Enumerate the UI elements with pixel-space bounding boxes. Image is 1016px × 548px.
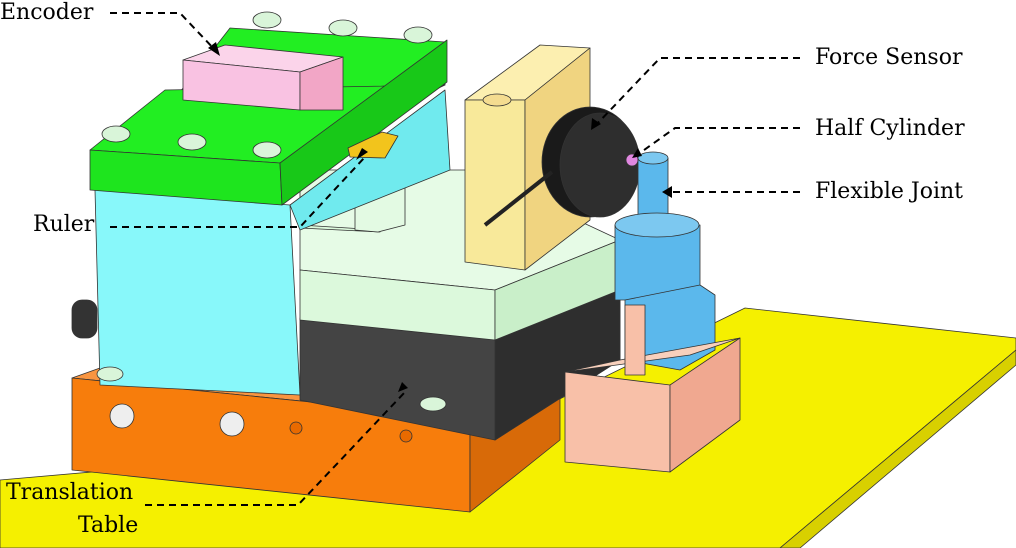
label-half-cylinder: Half Cylinder [815,116,965,141]
force-sensor-leader [594,57,800,127]
support-block [564,284,741,473]
encoder-leader [110,12,216,51]
label-translation-table-line2: Table [78,513,139,538]
half-cylinder-leader [636,127,800,156]
ruler-leader [110,156,366,228]
label-flexible-joint: Flexible Joint [815,179,964,204]
bolts [96,11,447,412]
leader-lines [110,12,800,506]
encoder [182,44,344,111]
arrowheads [208,42,672,392]
label-translation-table-line1: Translation [6,480,134,505]
label-force-sensor: Force Sensor [815,45,963,70]
translation-table-leader [145,391,406,506]
force-sensor [483,106,641,227]
label-encoder: Encoder [0,0,94,25]
label-ruler: Ruler [33,212,95,237]
light-green-stage [299,139,621,341]
